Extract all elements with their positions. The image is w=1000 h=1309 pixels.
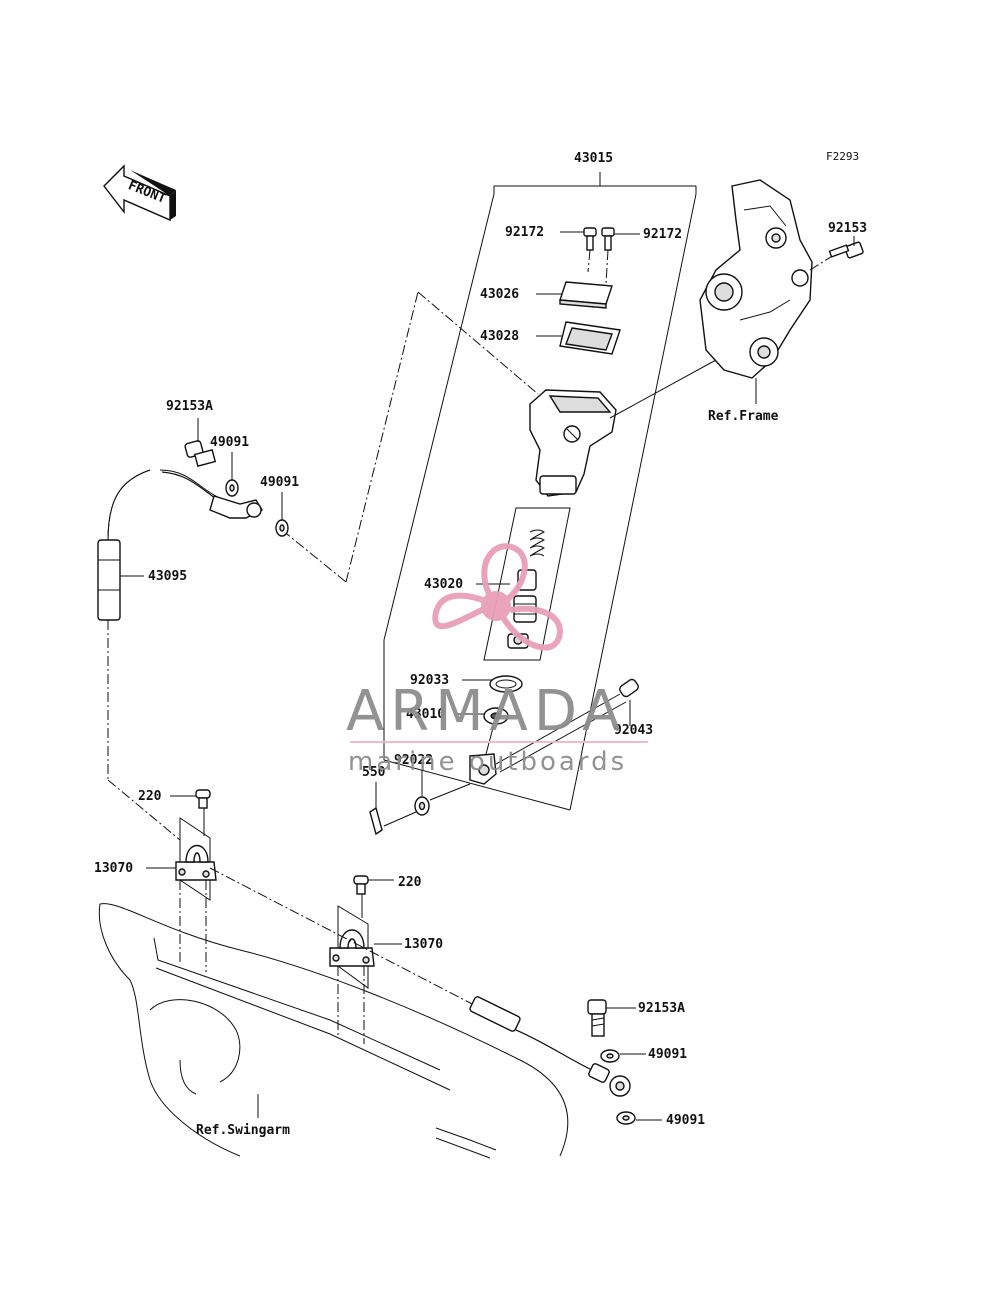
watermark-propeller-icon — [432, 543, 564, 651]
label-92172-a: 92172 — [505, 225, 544, 240]
label-13070-a: 13070 — [94, 861, 133, 876]
bolt-92153 — [828, 236, 864, 259]
label-43015: 43015 — [574, 151, 613, 166]
hose-axis-line — [209, 867, 477, 1007]
label-92153A-bottom: 92153A — [638, 1001, 685, 1016]
label-43028: 43028 — [480, 329, 519, 344]
banjo-bolt-92153A-bottom — [587, 999, 636, 1037]
label-49091-d: 49091 — [666, 1113, 705, 1128]
label-43026: 43026 — [480, 287, 519, 302]
screw-92172-a — [560, 227, 597, 273]
watermark-tagline: marine outboards — [348, 747, 627, 777]
label-49091-b: 49091 — [260, 475, 299, 490]
master-cylinder-body — [417, 291, 717, 497]
label-92153: 92153 — [828, 221, 867, 236]
brake-hose-43095 — [97, 291, 419, 841]
washer-49091-a — [225, 452, 239, 497]
screw-220-b — [353, 875, 394, 918]
label-43095: 43095 — [148, 569, 187, 584]
washer-92022 — [414, 764, 471, 816]
label-43010: 43010 — [406, 707, 445, 722]
clamp-13070-a — [146, 817, 217, 972]
label-92172-b: 92172 — [643, 227, 682, 242]
banjo-bolt-92153A-top — [184, 418, 217, 467]
cotter-pin-550 — [369, 782, 417, 836]
diaphragm-43028 — [536, 321, 621, 355]
watermark: ARMADA marine outboards — [346, 543, 648, 777]
label-220-b: 220 — [398, 875, 422, 890]
circlip-92033 — [462, 675, 523, 693]
cap-43026 — [536, 281, 613, 309]
brake-hose-lower-end — [469, 996, 631, 1097]
clamp-13070-b — [329, 905, 402, 1044]
label-220-a: 220 — [138, 789, 162, 804]
label-13070-b: 13070 — [404, 937, 443, 952]
ref-swingarm-part — [98, 903, 569, 1159]
ref-swingarm-label: Ref.Swingarm — [196, 1123, 290, 1138]
figure-code: F2293 — [826, 150, 859, 163]
label-92153A-top: 92153A — [166, 399, 213, 414]
label-92033: 92033 — [410, 673, 449, 688]
screw-220-a — [170, 789, 211, 836]
screw-92172-b — [601, 227, 640, 285]
label-92043: 92043 — [614, 723, 653, 738]
push-rod-43010 — [458, 707, 509, 785]
ref-frame-label: Ref.Frame — [708, 409, 779, 424]
ref-frame-part — [699, 179, 843, 404]
label-43020: 43020 — [424, 577, 463, 592]
washer-49091-d — [616, 1111, 662, 1125]
watermark-brand: ARMADA — [346, 679, 626, 744]
washer-49091-c — [600, 1049, 646, 1063]
pin-92043 — [495, 678, 639, 773]
label-49091-a: 49091 — [210, 435, 249, 450]
label-92022: 92022 — [394, 753, 433, 768]
front-arrow-icon: FRONT — [103, 164, 176, 222]
assembly-43015-bracket — [383, 172, 697, 811]
label-49091-c: 49091 — [648, 1047, 687, 1062]
washer-49091-b — [275, 492, 289, 537]
label-550: 550 — [362, 765, 386, 780]
